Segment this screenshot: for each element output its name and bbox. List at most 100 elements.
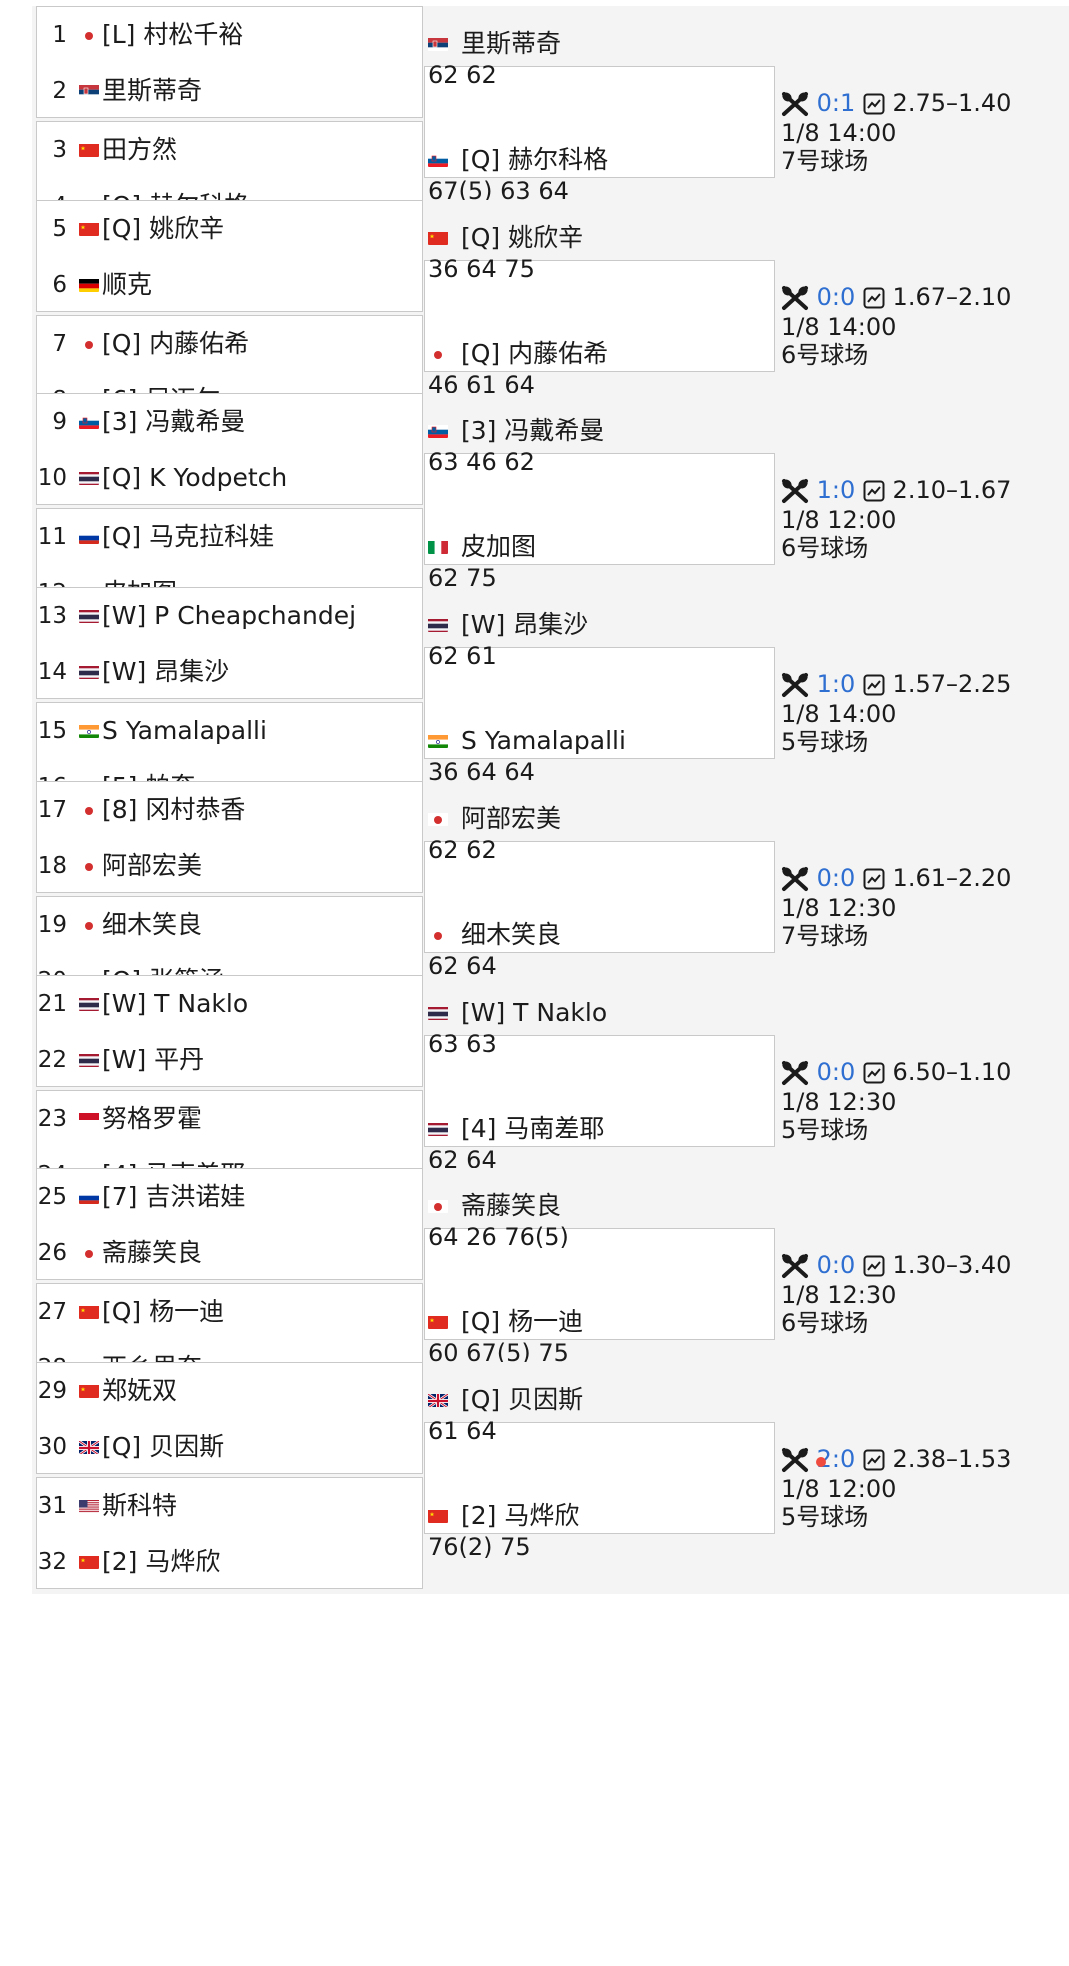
- seed-row[interactable]: 17[8] 冈村恭香: [37, 782, 424, 838]
- winner-name[interactable]: 斋藤笑良: [461, 1191, 562, 1220]
- h2h-record[interactable]: 0:0: [816, 283, 856, 311]
- thailand-flag-icon: [79, 1053, 99, 1067]
- h2h-odds-line[interactable]: 0:0 1.61–2.20: [781, 863, 1011, 893]
- h2h-odds-line[interactable]: 0:0 1.67–2.10: [781, 282, 1011, 312]
- seed-number: 10: [37, 465, 67, 491]
- h2h-odds-line[interactable]: 0:0 1.30–3.40: [781, 1250, 1011, 1280]
- court-label: 5号球场: [781, 728, 869, 756]
- japan-flag-icon: [428, 1199, 448, 1213]
- thailand-flag-icon: [428, 618, 448, 632]
- match-score: 62 61: [428, 642, 497, 670]
- seed-number: 22: [37, 1047, 67, 1073]
- player-name: [Q] K Yodpetch: [102, 463, 288, 492]
- odds-value[interactable]: 1.67–2.10: [892, 283, 1012, 311]
- h2h-odds-line[interactable]: 1:0 1.57–2.25: [781, 669, 1011, 699]
- round2-connector: [424, 66, 775, 178]
- seed-row[interactable]: 7[Q] 内藤佑希: [37, 316, 424, 372]
- odds-value[interactable]: 2.75–1.40: [892, 89, 1012, 117]
- player-name: [L] 村松千裕: [102, 20, 244, 49]
- winner-name[interactable]: 细木笑良: [461, 920, 562, 949]
- japan-flag-icon: [79, 28, 99, 42]
- winner-name[interactable]: [4] 马南差耶: [461, 1114, 605, 1143]
- japan-flag-icon: [79, 859, 99, 873]
- odds-value[interactable]: 1.30–3.40: [892, 1251, 1012, 1279]
- japan-flag-icon: [79, 918, 99, 932]
- odds-value[interactable]: 2.38–1.53: [892, 1445, 1012, 1473]
- player-name: 顺克: [102, 270, 153, 299]
- winner-name[interactable]: [3] 冯戴希曼: [461, 416, 605, 445]
- round2-connector: [424, 1035, 775, 1147]
- crossed-rackets-icon: [781, 1058, 809, 1086]
- h2h-record[interactable]: 0:0: [816, 864, 856, 892]
- seed-row[interactable]: 30[Q] 贝因斯: [37, 1419, 424, 1475]
- china-flag-icon: [428, 231, 448, 245]
- winner-name[interactable]: [2] 马烨欣: [461, 1501, 580, 1530]
- odds-value[interactable]: 1.57–2.25: [892, 670, 1012, 698]
- winner-name[interactable]: [Q] 内藤佑希: [461, 339, 609, 368]
- winner-name[interactable]: [Q] 贝因斯: [461, 1385, 584, 1414]
- seed-row[interactable]: 22[W] 平丹: [37, 1032, 424, 1088]
- seed-row[interactable]: 10 [Q] K Yodpetch: [37, 450, 424, 506]
- seed-number: 7: [52, 331, 67, 357]
- h2h-odds-line[interactable]: 1:0 2.10–1.67: [781, 475, 1011, 505]
- winner-name[interactable]: [W] T Naklo: [461, 998, 608, 1027]
- seed-row[interactable]: 5[Q] 姚欣辛: [37, 201, 424, 257]
- winner-name[interactable]: S Yamalapalli: [461, 726, 626, 755]
- match-time: 1/8 12:00: [781, 506, 897, 534]
- trend-chart-icon: [863, 1058, 885, 1086]
- winner-name[interactable]: 皮加图: [461, 532, 537, 561]
- odds-value[interactable]: 1.61–2.20: [892, 864, 1012, 892]
- h2h-record[interactable]: 1:0: [816, 670, 856, 698]
- seed-row[interactable]: 32[2] 马烨欣: [37, 1534, 424, 1590]
- serbia-flag-icon: [428, 37, 448, 51]
- indonesia-flag-icon: [79, 1112, 99, 1126]
- winner-name[interactable]: [Q] 赫尔科格: [461, 145, 609, 174]
- match-score: 63 46 62: [428, 448, 535, 476]
- seed-row[interactable]: 14[W] 昂集沙: [37, 644, 424, 700]
- match-score: 76(2) 75: [428, 1533, 531, 1561]
- h2h-record[interactable]: 0:1: [816, 89, 856, 117]
- winner-name[interactable]: 里斯蒂奇: [461, 29, 562, 58]
- winner-name[interactable]: [Q] 杨一迪: [461, 1307, 584, 1336]
- odds-value[interactable]: 6.50–1.10: [892, 1058, 1012, 1086]
- player-name: [Q] 马克拉科娃: [102, 522, 275, 551]
- h2h-odds-line[interactable]: 0:0 6.50–1.10: [781, 1057, 1011, 1087]
- winner-name[interactable]: 阿部宏美: [461, 804, 562, 833]
- thailand-flag-icon: [79, 997, 99, 1011]
- seed-row[interactable]: 21[W] T Naklo: [37, 976, 424, 1032]
- odds-value[interactable]: 2.10–1.67: [892, 476, 1012, 504]
- h2h-record[interactable]: 0:0: [816, 1251, 856, 1279]
- seed-row[interactable]: 13[W] P Cheapchandej: [37, 588, 424, 644]
- japan-flag-icon: [428, 347, 448, 361]
- seed-number: 18: [37, 853, 67, 879]
- slovenia-flag-icon: [428, 153, 448, 167]
- winner-name[interactable]: [Q] 姚欣辛: [461, 223, 584, 252]
- china-flag-icon: [428, 1509, 448, 1523]
- seed-row[interactable]: 11[Q] 马克拉科娃: [37, 509, 424, 565]
- seed-row[interactable]: 1[L] 村松千裕: [37, 7, 424, 63]
- h2h-odds-line[interactable]: 2:0 2.38–1.53: [781, 1444, 1011, 1474]
- h2h-record[interactable]: 0:0: [816, 1058, 856, 1086]
- h2h-record[interactable]: 1:0: [816, 476, 856, 504]
- h2h-odds-line[interactable]: 0:1 2.75–1.40: [781, 88, 1011, 118]
- winner-name[interactable]: [W] 昂集沙: [461, 610, 589, 639]
- seed-row[interactable]: 9[3] 冯戴希曼: [37, 394, 424, 450]
- seed-row[interactable]: 25[7] 吉洪诺娃: [37, 1169, 424, 1225]
- thailand-flag-icon: [79, 471, 99, 485]
- seed-row[interactable]: 27[Q] 杨一迪: [37, 1284, 424, 1340]
